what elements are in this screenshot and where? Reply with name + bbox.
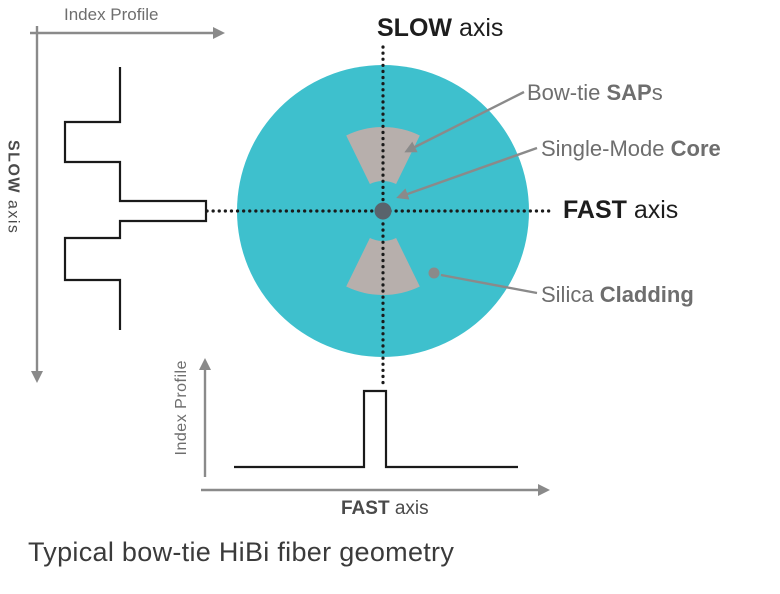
figure-caption-text: Typical bow-tie HiBi fiber geometry [28,537,455,567]
single-mode-core-label-pre: Single-Mode [541,136,671,161]
slow-axis-index-profile-curve [63,67,208,330]
fast-profile-title: Index Profile [173,360,191,455]
silica-cladding-label: Silica Cladding [541,282,694,307]
single-mode-core-leader-arrow [396,146,538,200]
fast-profile-axis-label-bold: FAST [341,498,390,519]
slow-axis-label-bold: SLOW [377,14,452,42]
slow-axis-label: SLOW axis [377,14,503,43]
silica-cladding-leader-dot [428,267,440,279]
fast-axis-label-rest: axis [626,196,679,224]
fast-axis-index-profile-curve [234,389,518,469]
fast-profile-axis-label: FAST axis [341,498,429,520]
silica-cladding-label-bold: Cladding [599,282,694,307]
fast-axis-label-bold: FAST [563,196,627,224]
bowtie-saps-label-post: s [651,80,663,105]
slow-profile-title-text: Index Profile [64,5,159,24]
slow-profile-axis-label-bold: SLOW [4,140,22,194]
fast-axis-label: FAST axis [563,196,678,225]
silica-cladding-label-pre: Silica [541,282,600,307]
slow-profile-title: Index Profile [64,5,159,25]
bowtie-saps-label-bold: SAP [606,80,652,105]
fast-profile-title-text: Index Profile [173,360,190,456]
single-mode-core-label: Single-Mode Core [541,136,721,161]
figure-caption: Typical bow-tie HiBi fiber geometry [28,537,454,568]
bowtie-saps-label-pre: Bow-tie [527,80,607,105]
single-mode-core-label-bold: Core [670,136,721,161]
slow-profile-axis-label: SLOW axis [3,140,21,234]
fast-profile-axis-label-rest: axis [389,498,429,519]
single-mode-core-circle [374,202,392,220]
bowtie-saps-label: Bow-tie SAPs [527,80,663,105]
slow-profile-axis-label-rest: axis [4,194,22,235]
bowtie-saps-leader-arrow [404,90,525,153]
silica-cladding-leader-line [440,273,538,295]
slow-axis-label-rest: axis [452,14,504,42]
